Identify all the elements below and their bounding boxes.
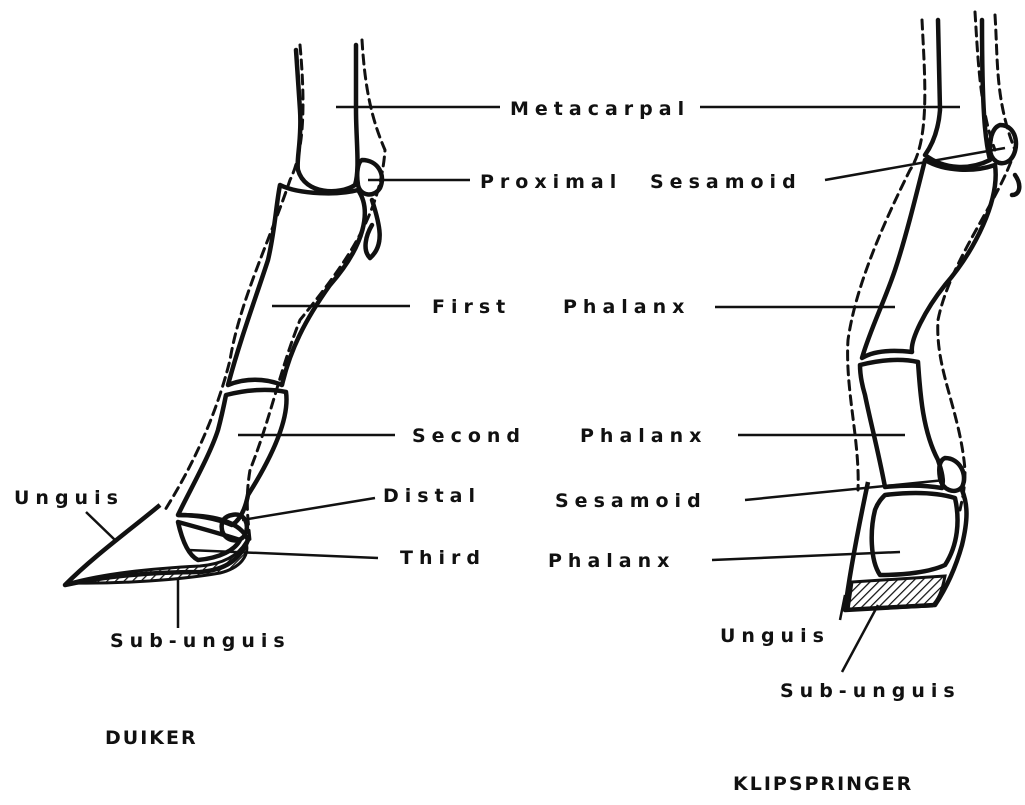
label-unguis-left: Unguis bbox=[14, 487, 124, 509]
duiker-skin-outline-front bbox=[165, 45, 303, 510]
duiker-sub-unguis-sole bbox=[70, 542, 247, 583]
leader-sub-unguis-right bbox=[842, 605, 878, 672]
label-second: Second bbox=[412, 425, 526, 447]
duiker-dewclaw bbox=[366, 200, 380, 258]
duiker-proximal-sesamoid-bone bbox=[357, 160, 382, 194]
klipspringer-skin-outline-front bbox=[848, 20, 925, 490]
label-sub-unguis-left: Sub-unguis bbox=[110, 630, 291, 652]
label-third: Third bbox=[400, 547, 486, 569]
klipspringer-skin-outline-back bbox=[938, 15, 1015, 510]
label-phalanx-first: Phalanx bbox=[563, 296, 690, 318]
label-sesamoid-lower: Sesamoid bbox=[555, 490, 707, 512]
label-distal: Distal bbox=[383, 485, 481, 507]
label-sub-unguis-right: Sub-unguis bbox=[780, 680, 961, 702]
label-unguis-right: Unguis bbox=[720, 625, 830, 647]
label-phalanx-second: Phalanx bbox=[580, 425, 707, 447]
label-proximal: Proximal bbox=[480, 171, 622, 193]
label-metacarpal: Metacarpal bbox=[510, 98, 690, 120]
klipspringer-second-phalanx-bone bbox=[860, 360, 943, 488]
duiker-metacarpal-bone bbox=[296, 45, 358, 191]
label-sesamoid-upper: Sesamoid bbox=[650, 171, 802, 193]
leader-distal-sesamoid-right bbox=[745, 480, 945, 500]
duiker-first-phalanx-bone bbox=[228, 185, 365, 385]
klipspringer-leg bbox=[845, 12, 1019, 610]
title-duiker: DUIKER bbox=[105, 727, 198, 749]
leader-unguis-left bbox=[86, 512, 115, 540]
klipspringer-first-phalanx-bone bbox=[862, 160, 996, 358]
klipspringer-third-phalanx-bone bbox=[872, 493, 958, 575]
klipspringer-dewclaw bbox=[1012, 175, 1019, 195]
label-phalanx-third: Phalanx bbox=[548, 550, 675, 572]
duiker-second-phalanx-bone bbox=[178, 390, 287, 525]
label-first: First bbox=[432, 296, 511, 318]
klipspringer-sub-unguis-sole bbox=[848, 576, 945, 610]
title-klipspringer: KLIPSPRINGER bbox=[733, 773, 913, 795]
leader-distal-left bbox=[242, 498, 375, 520]
